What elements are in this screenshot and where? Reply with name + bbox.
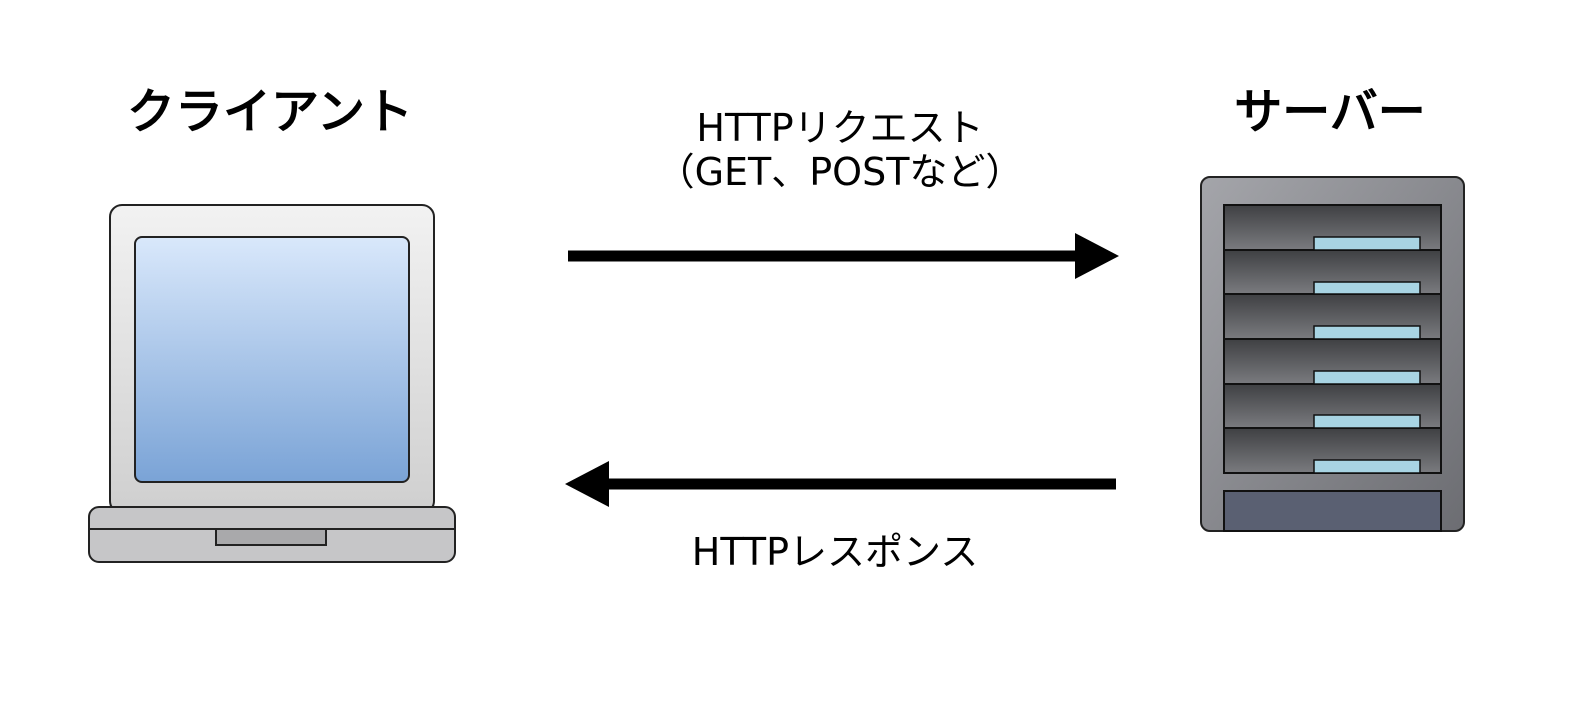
server-bays: [1223, 204, 1442, 474]
server-base-panel: [1223, 490, 1442, 532]
laptop-icon: [88, 204, 456, 563]
request-label-line2: （GET、POSTなど）: [656, 150, 1024, 194]
request-label: HTTPリクエスト （GET、POSTなど）: [600, 106, 1080, 194]
response-arrow: [565, 461, 1116, 507]
server-title: サーバー: [1234, 84, 1426, 140]
request-arrow: [568, 233, 1119, 279]
drive-lights: [1313, 236, 1421, 474]
server-rack-icon: [1200, 176, 1465, 532]
laptop-touchpad: [215, 528, 327, 546]
laptop-screen: [134, 236, 410, 483]
request-label-line1: HTTPリクエスト: [696, 106, 984, 150]
client-title: クライアント: [126, 84, 414, 140]
response-label: HTTPレスポンス: [691, 530, 979, 574]
